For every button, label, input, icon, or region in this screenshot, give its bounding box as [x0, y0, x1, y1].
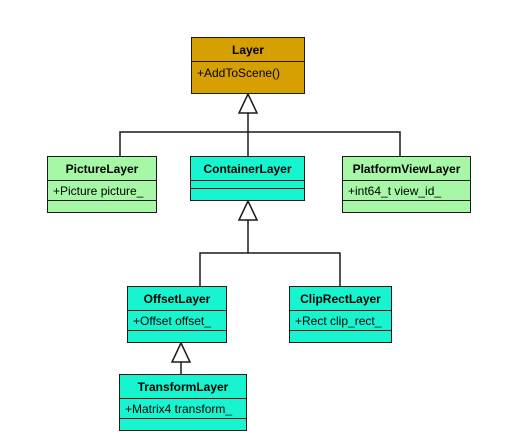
transform-layer-attribute: +Matrix4 transform_	[120, 399, 246, 419]
inheritance-line-platform-to-layer	[248, 131, 401, 156]
offset-layer-class-box: OffsetLayer +Offset offset_	[127, 286, 227, 343]
platform-view-layer-class-name: PlatformViewLayer	[343, 157, 470, 181]
transform-layer-class-name: TransformLayer	[120, 375, 246, 399]
inheritance-arrowhead-container	[237, 199, 259, 221]
clip-rect-layer-operations-compartment	[290, 331, 391, 338]
layer-add-to-scene-operation: +AddToScene()	[197, 66, 281, 80]
transform-layer-class-box: TransformLayer +Matrix4 transform_	[119, 374, 247, 431]
container-layer-class-name: ContainerLayer	[191, 157, 304, 181]
clip-rect-layer-class-name: ClipRectLayer	[290, 287, 391, 311]
platform-view-layer-class-box: PlatformViewLayer +int64_t view_id_	[342, 156, 471, 213]
offset-layer-operations-compartment	[128, 331, 226, 338]
picture-layer-class-box: PictureLayer +Picture picture_	[47, 156, 157, 213]
container-layer-operations-compartment	[191, 189, 304, 196]
platform-view-layer-operations-compartment	[343, 201, 470, 208]
layer-class-box: Layer +AddToScene()	[191, 37, 305, 94]
inheritance-arrowhead-layer	[237, 92, 259, 114]
inheritance-line-picture-to-layer	[119, 131, 248, 156]
platform-view-layer-attribute: +int64_t view_id_	[343, 181, 470, 201]
transform-layer-operations-compartment	[120, 419, 246, 426]
offset-layer-attribute: +Offset offset_	[128, 311, 226, 331]
container-layer-attributes-compartment	[191, 181, 304, 189]
picture-layer-class-name: PictureLayer	[48, 157, 156, 181]
clip-rect-layer-attribute: +Rect clip_rect_	[290, 311, 391, 331]
inheritance-line-offset-to-container	[199, 252, 248, 286]
inheritance-arrowhead-offset	[170, 341, 192, 363]
offset-layer-class-name: OffsetLayer	[128, 287, 226, 311]
clip-rect-layer-class-box: ClipRectLayer +Rect clip_rect_	[289, 286, 392, 343]
container-layer-class-box: ContainerLayer	[190, 156, 305, 201]
picture-layer-attribute: +Picture picture_	[48, 181, 156, 201]
picture-layer-operations-compartment	[48, 201, 156, 208]
layer-class-name: Layer	[192, 38, 304, 62]
inheritance-line-cliprect-to-container	[248, 252, 341, 286]
